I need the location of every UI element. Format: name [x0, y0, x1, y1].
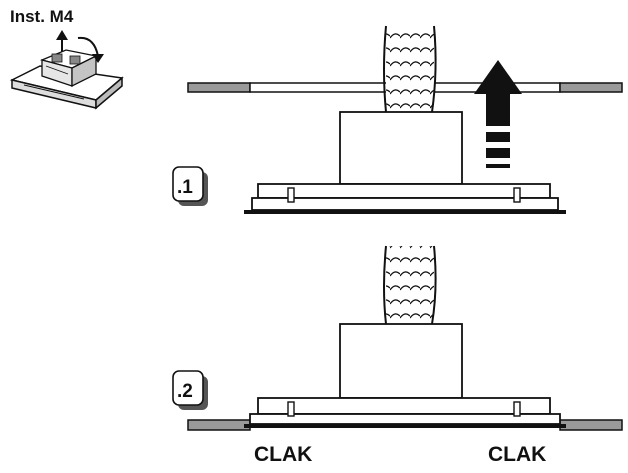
clak-right-label: CLAK: [488, 443, 546, 466]
thumbnail-unit: Inst. M4: [9, 7, 124, 110]
grille-base: [244, 210, 566, 214]
step-1-badge: .1: [172, 166, 208, 206]
step-2-label: .2: [177, 381, 193, 402]
unit-body: [339, 111, 463, 185]
clip-left: [287, 187, 295, 203]
flexible-duct: [383, 25, 437, 113]
clip-right: [513, 187, 521, 203]
ceiling-panel-left: [187, 419, 251, 431]
curved-arrow-icon: [77, 36, 104, 63]
ceiling-panel-right: [559, 82, 623, 93]
flexible-duct: [383, 245, 437, 325]
up-arrow-icon: [56, 30, 68, 52]
step-1-label: .1: [177, 177, 193, 198]
unit-flange: [257, 183, 551, 199]
lift-arrow-icon: [474, 60, 522, 168]
clip-left: [287, 401, 295, 417]
clip-right: [513, 401, 521, 417]
unit-body: [339, 323, 463, 399]
step-2-badge: .2: [172, 370, 208, 410]
ceiling-panel-left: [187, 82, 251, 93]
installation-title: Inst. M4: [10, 7, 74, 26]
unit-flange: [257, 397, 551, 415]
grille-plate: [251, 197, 559, 211]
step-2-illustration: .2 CLAK CLAK: [172, 245, 623, 466]
step-1-illustration: .1: [172, 25, 623, 214]
grille-base: [244, 424, 566, 428]
clak-left-label: CLAK: [254, 443, 312, 466]
ceiling-panel-right: [559, 419, 623, 431]
